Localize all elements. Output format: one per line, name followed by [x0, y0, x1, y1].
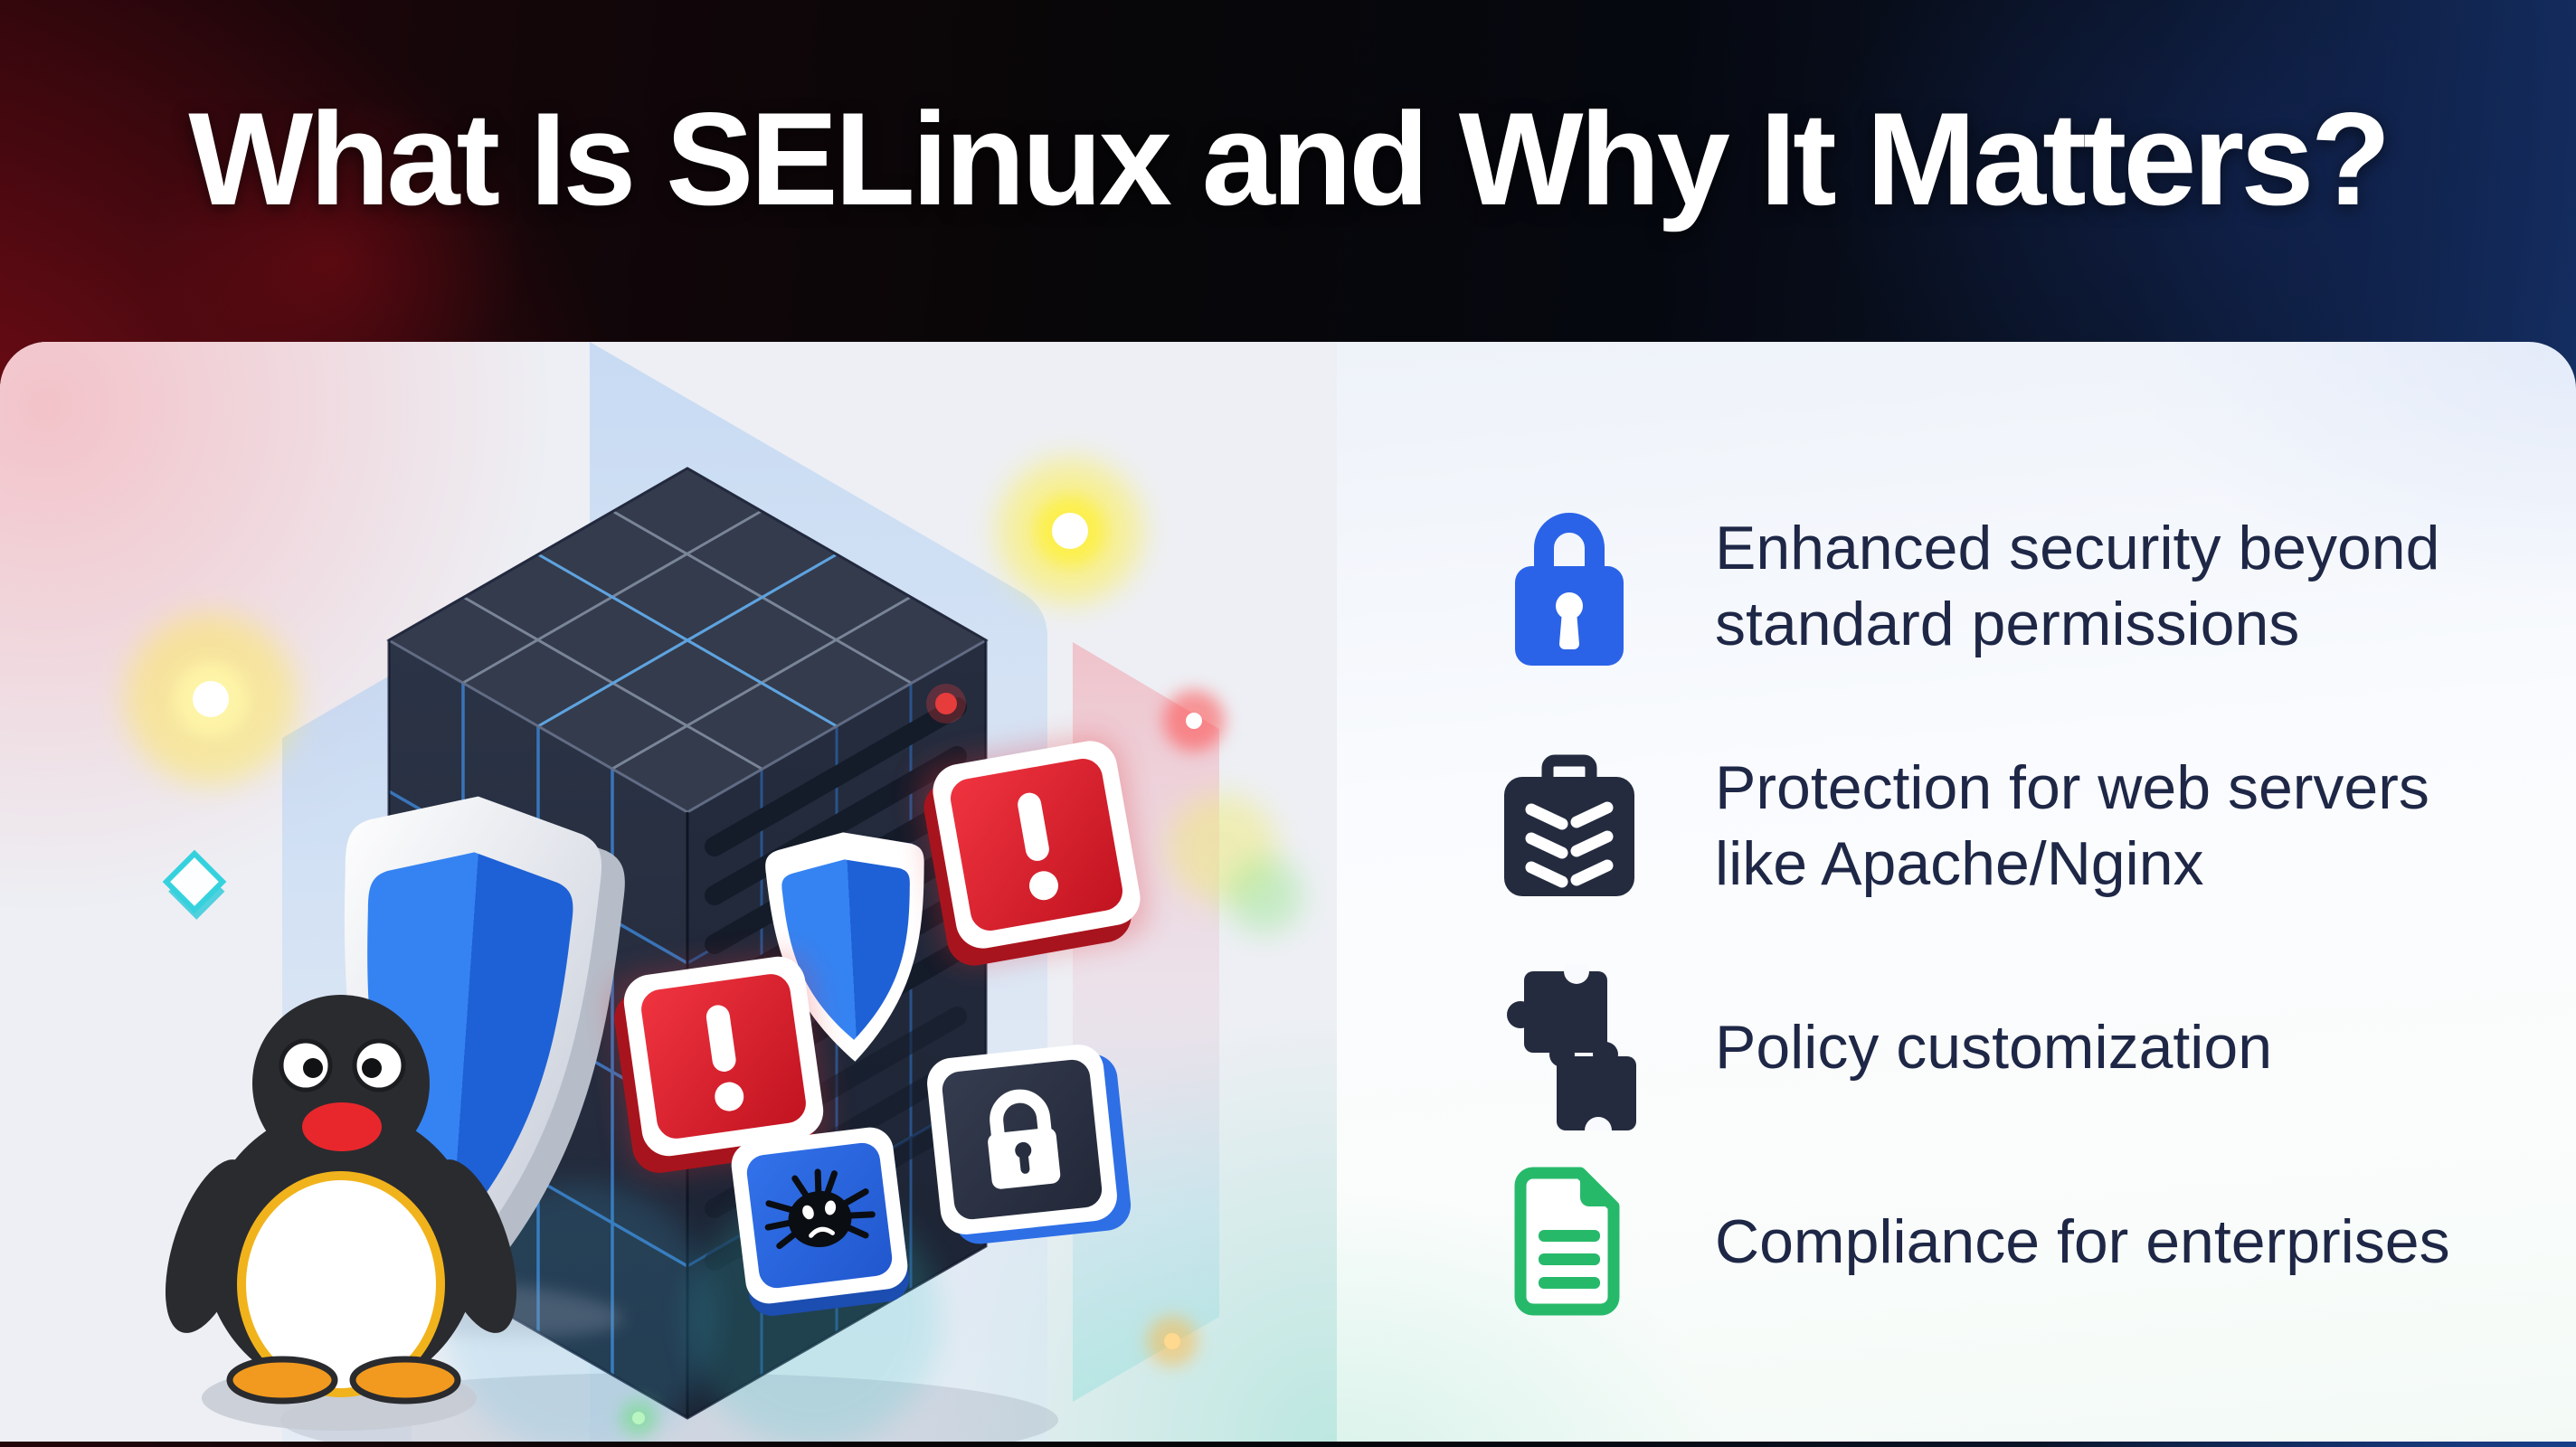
- benefit-text: Policy customization: [1715, 1013, 2273, 1082]
- server-icon: [1483, 741, 1655, 911]
- led-light: [935, 693, 957, 714]
- warning-alert-icon: [917, 736, 1147, 966]
- benefit-text: Compliance for enterprises: [1715, 1207, 2450, 1276]
- padlock-badge-icon: [927, 1045, 1132, 1244]
- benefit-text: Protection for web servers like Apache/N…: [1715, 753, 2429, 898]
- illustration-panel: [0, 342, 1337, 1442]
- content-area: Enhanced security beyond standard permis…: [0, 342, 2576, 1442]
- server-cube-icon: [385, 467, 990, 1442]
- benefit-row-enterprise-compliance: Compliance for enterprises: [1337, 1157, 2576, 1327]
- benefit-text: Enhanced security beyond standard permis…: [1715, 514, 2440, 658]
- lock-icon: [1483, 501, 1655, 671]
- malware-bug-badge-icon: [731, 1127, 910, 1316]
- selinux-illustration: [0, 342, 1337, 1442]
- benefits-panel: Enhanced security beyond standard permis…: [1337, 342, 2576, 1442]
- tux-penguin: [165, 995, 517, 1431]
- benefit-row-policy-customization: Policy customization: [1337, 962, 2576, 1132]
- benefit-row-enhanced-security: Enhanced security beyond standard permis…: [1337, 501, 2576, 671]
- warning-alert-icon: [609, 953, 830, 1175]
- page-title: What Is SELinux and Why It Matters?: [188, 85, 2391, 232]
- puzzle-icon: [1483, 962, 1655, 1132]
- cyan-diamond-icon: [162, 849, 227, 920]
- glow-particles: [125, 459, 1302, 1436]
- document-icon: [1483, 1157, 1655, 1327]
- header-banner: What Is SELinux and Why It Matters?: [0, 0, 2576, 342]
- benefit-row-web-server-protection: Protection for web servers like Apache/N…: [1337, 741, 2576, 911]
